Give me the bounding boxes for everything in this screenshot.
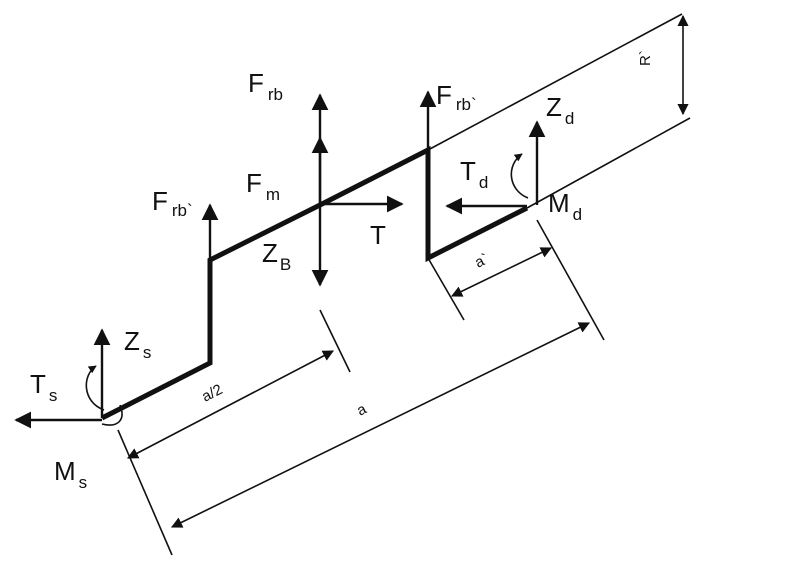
crankshaft-right-journal [318, 145, 529, 263]
radius-ref-line-bottom [526, 117, 691, 209]
radius-ref-line-top [427, 13, 683, 151]
ext-line-right-d [536, 219, 605, 341]
label-radius: R` [637, 50, 654, 66]
ext-line-right-crank [427, 257, 465, 321]
label-dim-a: a [354, 400, 370, 419]
moment-ms-arc [85, 365, 105, 411]
dim-a-prime [450, 247, 553, 297]
moment-ms-arc-lower [101, 404, 123, 426]
moment-md-arc [510, 153, 529, 199]
label-dim-a-half: a/2 [199, 381, 225, 406]
ext-line-left [117, 429, 173, 556]
dim-a-half [127, 350, 334, 459]
label-dim-a-prime: a` [472, 250, 492, 271]
dim-a [170, 322, 591, 528]
ext-line-mid [319, 309, 351, 373]
label-t: T [370, 220, 386, 250]
